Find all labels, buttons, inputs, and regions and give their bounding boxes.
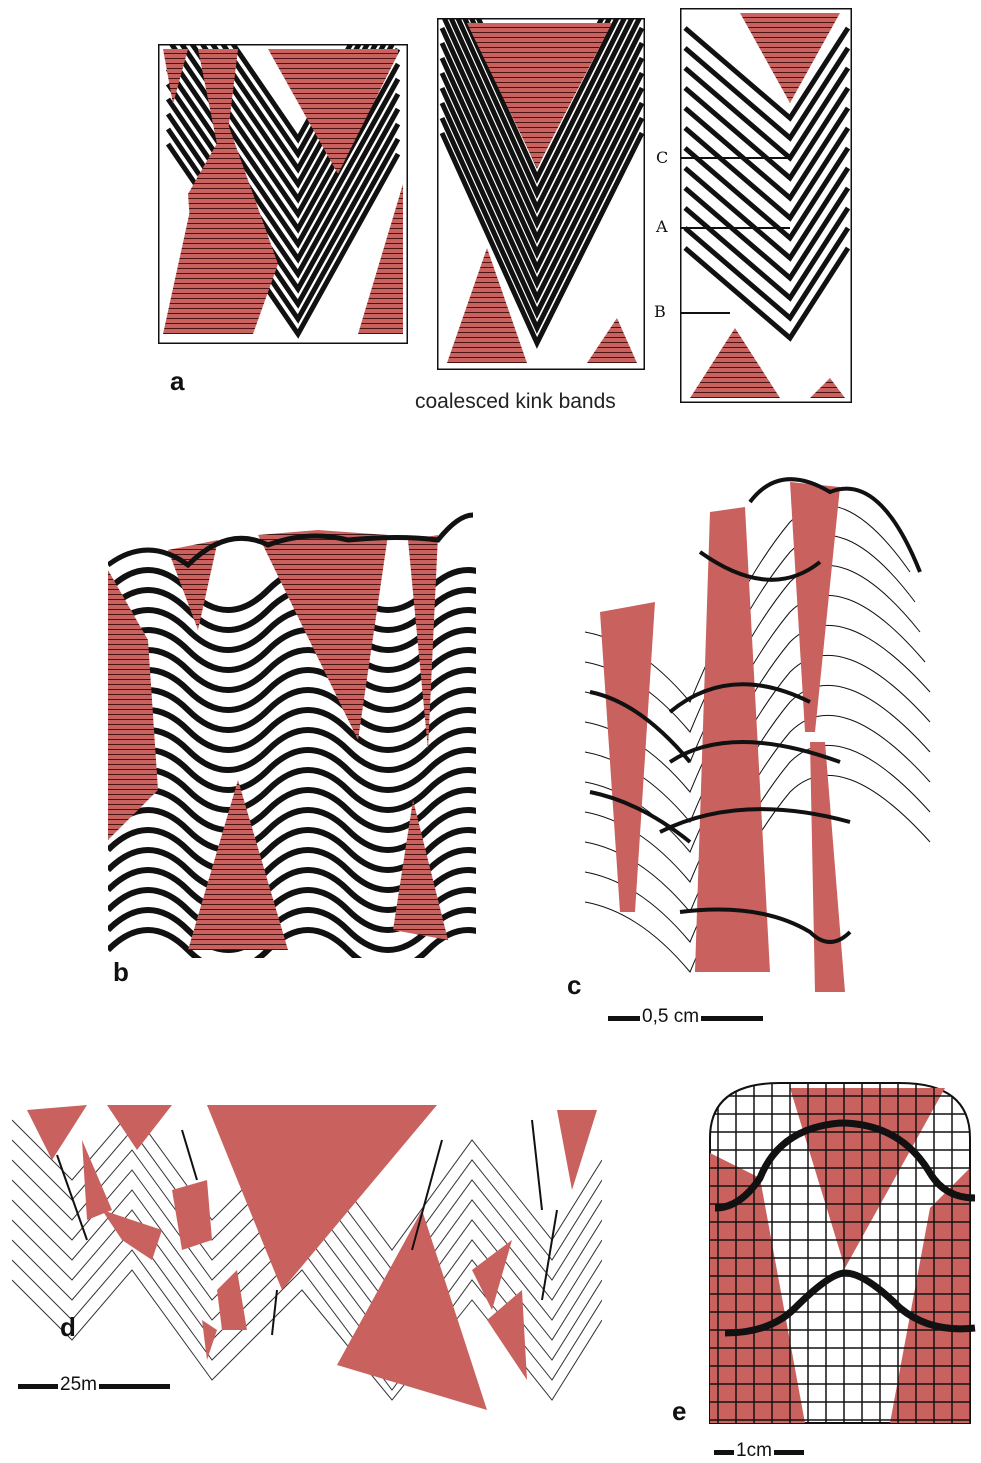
marker-b: B — [654, 302, 666, 321]
kink-band — [27, 1105, 87, 1160]
panel-a-block-3-drawing — [680, 8, 852, 403]
kink-band — [82, 1140, 112, 1220]
panel-e-drawing — [700, 1078, 980, 1428]
panel-d-scale-bar: 25m — [18, 1374, 170, 1396]
panel-e-label: e — [672, 1396, 686, 1427]
kink-band — [810, 742, 845, 992]
panel-c-scale-label: 0,5 cm — [640, 1006, 701, 1028]
panel-d-scale-label: 25m — [58, 1374, 99, 1396]
panel-a-block-2 — [437, 18, 645, 370]
panel-c-scale-bar: 0,5 cm — [608, 1006, 763, 1028]
kink-band — [172, 1180, 212, 1250]
panel-a-caption: coalesced kink bands — [415, 390, 616, 414]
panel-a-block-3 — [680, 8, 852, 403]
panel-e — [700, 1078, 980, 1428]
panel-c-drawing — [580, 462, 940, 1002]
panel-a-block-2-drawing — [437, 18, 645, 370]
panel-b — [108, 510, 476, 958]
panel-c — [580, 462, 940, 1002]
panel-c-label: c — [567, 970, 581, 1001]
marker-c: C — [656, 148, 668, 167]
panel-d-label: d — [60, 1312, 76, 1343]
panel-a-block-1 — [158, 44, 408, 344]
panel-d — [12, 1100, 602, 1410]
panel-a-label: a — [170, 366, 184, 397]
panel-e-scale-bar: 1cm — [714, 1440, 804, 1462]
panel-b-label: b — [113, 957, 129, 988]
kink-band — [472, 1240, 512, 1310]
kink-band — [600, 602, 655, 912]
kink-band — [217, 1270, 247, 1330]
panel-a-block-1-drawing — [158, 44, 408, 344]
panel-b-drawing — [108, 510, 476, 958]
kink-band — [202, 1320, 217, 1360]
deformed-grid — [710, 1083, 970, 1423]
panel-d-drawing — [12, 1100, 602, 1410]
marker-a: A — [656, 217, 668, 236]
panel-e-scale-label: 1cm — [734, 1440, 774, 1462]
